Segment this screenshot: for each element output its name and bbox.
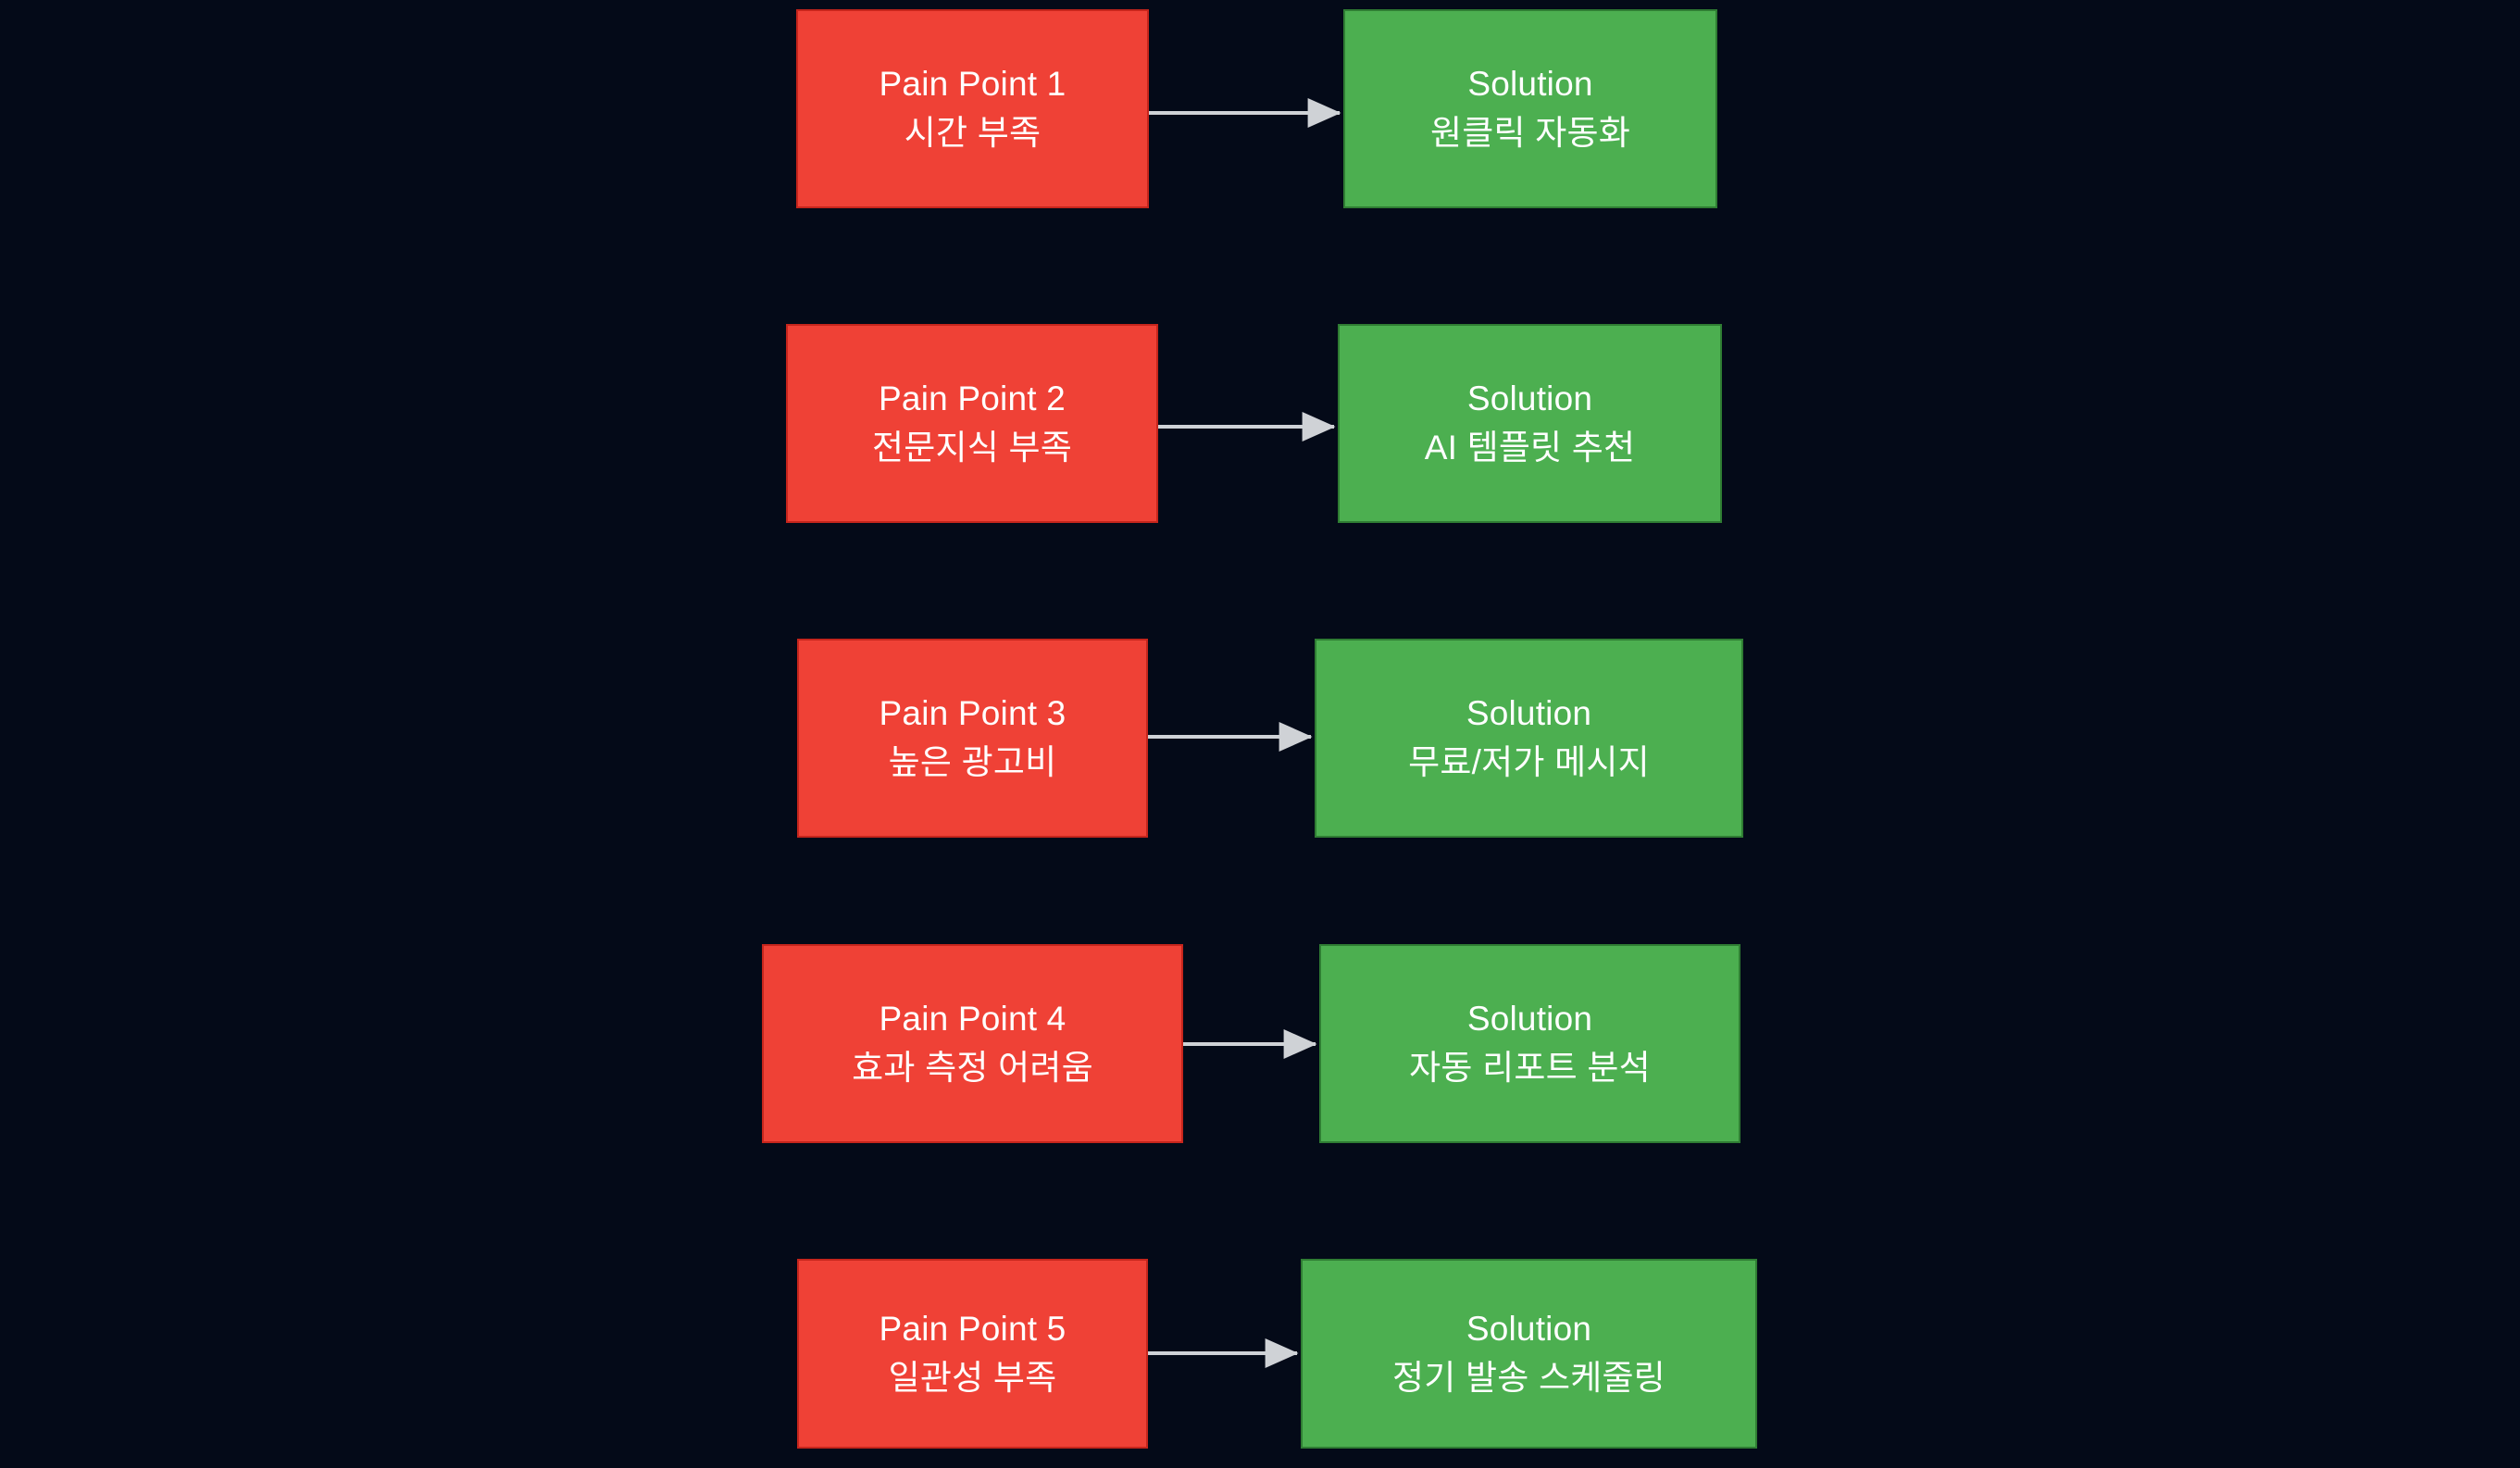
- pain-point-3-node[interactable]: Pain Point 3 높은 광고비: [797, 639, 1148, 838]
- pain-point-3-subtitle: 높은 광고비: [888, 742, 1057, 781]
- pain-point-4-node[interactable]: Pain Point 4 효과 측정 어려움: [762, 944, 1183, 1143]
- pain-point-3-title: Pain Point 3: [879, 693, 1067, 732]
- solution-4-subtitle: 자동 리포트 분석: [1409, 1048, 1651, 1087]
- solution-5-subtitle: 정기 발송 스케줄링: [1392, 1358, 1665, 1397]
- pain-point-4-subtitle: 효과 측정 어려움: [852, 1048, 1093, 1087]
- pain-point-2-title: Pain Point 2: [879, 379, 1066, 417]
- pain-point-5-node[interactable]: Pain Point 5 일관성 부족: [797, 1259, 1148, 1449]
- pain-point-1-title: Pain Point 1: [879, 64, 1067, 103]
- solution-3-subtitle: 무료/저가 메시지: [1408, 742, 1650, 781]
- solution-1-subtitle: 원클릭 자동화: [1430, 113, 1630, 152]
- solution-2-node[interactable]: Solution AI 템플릿 추천: [1338, 324, 1722, 523]
- pain-point-1-subtitle: 시간 부족: [904, 113, 1042, 152]
- pain-point-5-title: Pain Point 5: [879, 1309, 1067, 1348]
- solution-5-node[interactable]: Solution 정기 발송 스케줄링: [1301, 1259, 1757, 1449]
- pain-point-5-subtitle: 일관성 부족: [888, 1358, 1057, 1397]
- pain-point-1-node[interactable]: Pain Point 1 시간 부족: [796, 9, 1149, 208]
- solution-3-node[interactable]: Solution 무료/저가 메시지: [1315, 639, 1743, 838]
- pain-point-2-subtitle: 전문지식 부족: [872, 428, 1072, 467]
- solution-5-title: Solution: [1466, 1309, 1592, 1348]
- pain-point-2-node[interactable]: Pain Point 2 전문지식 부족: [786, 324, 1158, 523]
- solution-1-title: Solution: [1467, 64, 1593, 103]
- solution-2-title: Solution: [1466, 379, 1593, 417]
- pain-point-4-title: Pain Point 4: [879, 999, 1067, 1038]
- solution-1-node[interactable]: Solution 원클릭 자동화: [1343, 9, 1717, 208]
- solution-4-title: Solution: [1466, 999, 1593, 1038]
- solution-2-subtitle: AI 템플릿 추천: [1424, 428, 1636, 467]
- solution-4-node[interactable]: Solution 자동 리포트 분석: [1319, 944, 1740, 1143]
- solution-3-title: Solution: [1466, 693, 1592, 732]
